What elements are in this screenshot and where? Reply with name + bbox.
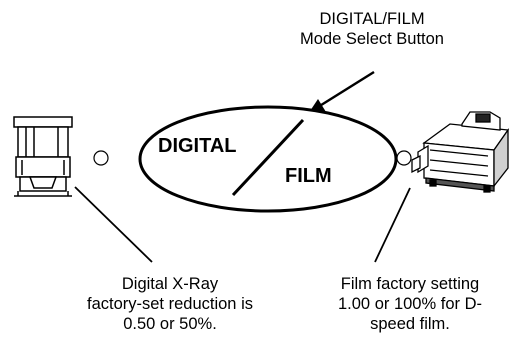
pointer-arrow [308, 70, 375, 114]
film-caption: Film factory setting 1.00 or 100% for D-… [300, 274, 514, 334]
caption-line: Digital X-Ray [121, 275, 219, 293]
caption-line: Film factory setting [340, 275, 480, 293]
digital-caption: Digital X-Ray factory-set reduction is 0… [55, 274, 285, 334]
film-processor-icon [411, 111, 510, 193]
mode-select-button[interactable]: DIGITAL FILM [138, 105, 398, 213]
digital-mode-label: DIGITAL [158, 135, 237, 157]
mode-button-caption: DIGITAL/FILM Mode Select Button [267, 9, 477, 49]
digital-xray-device-icon [13, 116, 73, 197]
film-mode-label: FILM [285, 165, 332, 187]
caption-line: DIGITAL/FILM [319, 10, 425, 28]
caption-line: factory-set reduction is [87, 295, 253, 313]
digital-indicator-light-icon [93, 150, 109, 166]
film-leader-line [374, 187, 411, 263]
digital-leader-line [74, 186, 153, 263]
caption-line: speed film. [370, 315, 450, 333]
caption-line: Mode Select Button [299, 30, 444, 48]
caption-line: 1.00 or 100% for D- [338, 295, 482, 313]
caption-line: 0.50 or 50%. [123, 315, 217, 333]
film-indicator-light-icon [396, 150, 412, 166]
